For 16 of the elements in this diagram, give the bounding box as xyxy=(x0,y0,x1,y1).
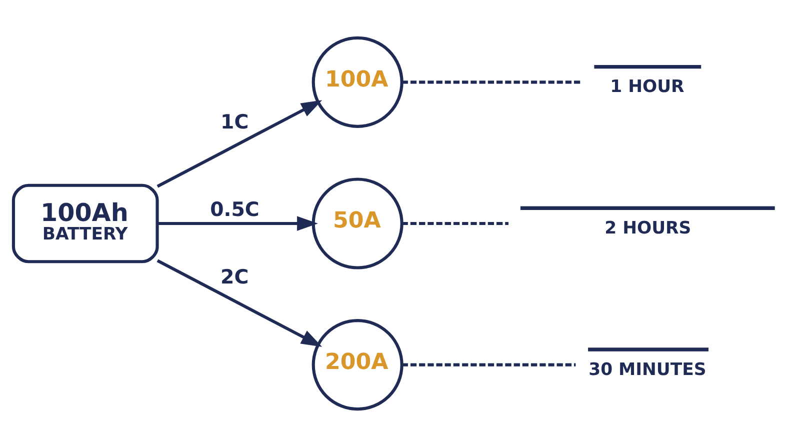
node-circle: 200A xyxy=(312,319,404,411)
connector xyxy=(402,363,576,366)
connector xyxy=(402,80,582,84)
arrow xyxy=(156,259,322,347)
node-circle: 50A xyxy=(312,178,404,270)
node-text: 2 HOURS xyxy=(604,218,692,239)
arrow xyxy=(156,100,322,188)
connector xyxy=(402,222,508,226)
node-text: 1 HOUR xyxy=(610,77,684,98)
arrow xyxy=(157,216,318,231)
node-text: 30 MINUTES xyxy=(588,360,706,380)
node-box: 100Ah BATTERY xyxy=(12,184,159,264)
node-circle: 100A xyxy=(312,36,404,128)
edge-label: 2C xyxy=(220,265,249,288)
edge-label: 0.5C xyxy=(210,198,260,221)
edge-label: 1C xyxy=(220,110,249,134)
